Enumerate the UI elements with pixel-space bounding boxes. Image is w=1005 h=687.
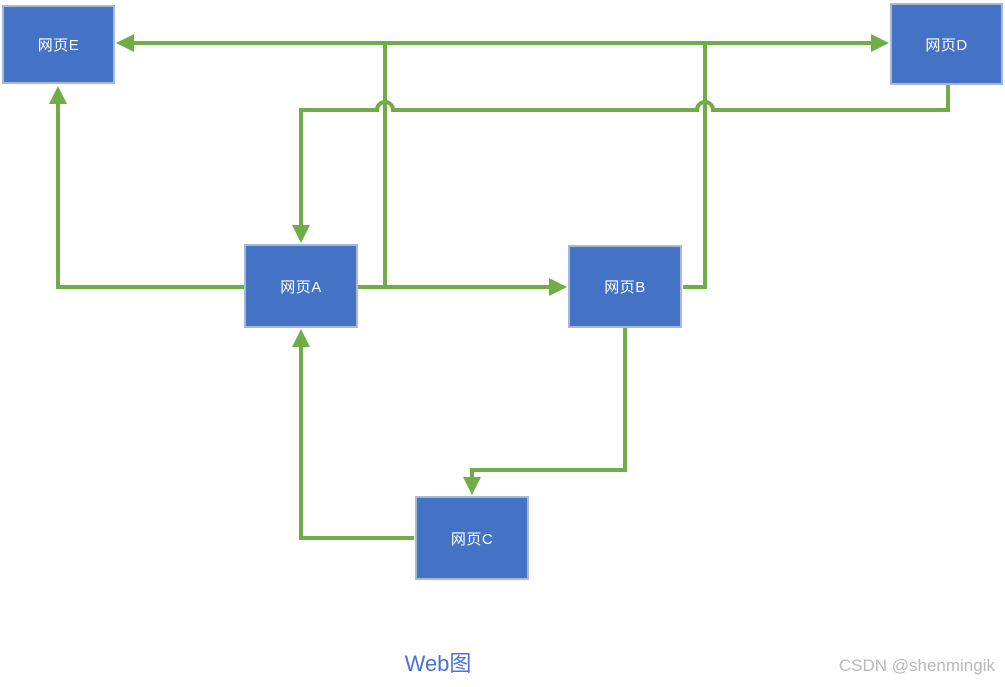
edge-c-to-a bbox=[299, 346, 414, 540]
arrowhead-into-b-left bbox=[549, 278, 567, 296]
node-webpage-b: 网页B bbox=[568, 245, 682, 328]
arrowhead-into-c-top bbox=[463, 477, 481, 495]
node-label: 网页B bbox=[604, 279, 646, 296]
edge-d-to-a bbox=[299, 85, 950, 226]
arrowhead-into-d-left bbox=[871, 34, 889, 52]
node-webpage-d: 网页D bbox=[890, 3, 1003, 85]
edge-b-to-c bbox=[470, 328, 627, 478]
watermark: CSDN @shenmingik bbox=[838, 656, 995, 675]
diagram-title: Web图 bbox=[404, 651, 472, 676]
node-webpage-c: 网页C bbox=[415, 496, 529, 580]
edge-branch-b-top bbox=[683, 43, 707, 289]
node-label: 网页E bbox=[37, 37, 80, 54]
node-label: 网页C bbox=[450, 530, 494, 548]
node-webpage-e: 网页E bbox=[2, 5, 115, 84]
arrowhead-into-e-bottom bbox=[49, 86, 67, 104]
arrowhead-into-e-right bbox=[116, 34, 134, 52]
node-label: 网页D bbox=[925, 36, 968, 54]
node-webpage-a: 网页A bbox=[244, 244, 358, 328]
edge-a-to-e bbox=[56, 103, 244, 289]
arrowhead-into-a-top bbox=[292, 225, 310, 243]
arrowhead-into-a-bottom bbox=[292, 329, 310, 347]
node-label: 网页A bbox=[280, 278, 322, 296]
